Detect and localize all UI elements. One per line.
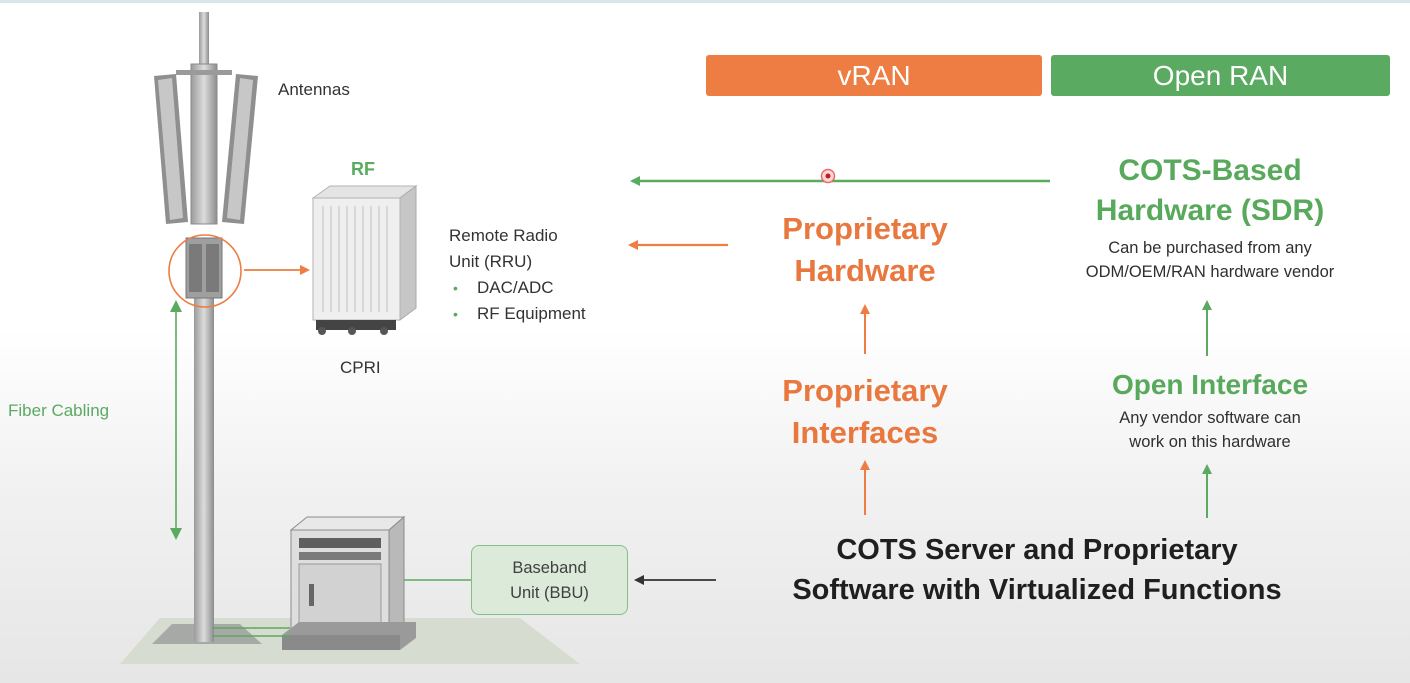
top-border (0, 0, 1410, 3)
proprietary-interfaces-line2: Interfaces (791, 415, 939, 450)
cots-hardware-line2: Hardware (SDR) (1095, 194, 1325, 227)
cots-hardware-line1: COTS-Based (1118, 154, 1302, 187)
cots-hardware-description: Can be purchased from any ODM/OEM/RAN ha… (1030, 236, 1390, 284)
cpri-label: CPRI (340, 358, 381, 377)
open-interface-description: Any vendor software can work on this har… (1060, 406, 1360, 454)
cots-hardware-heading: COTS-Based Hardware (SDR) (1060, 151, 1360, 231)
rru-feature-item: RF Equipment (449, 301, 586, 327)
bbu-line2: Unit (BBU) (510, 584, 589, 602)
rf-label: RF (351, 159, 375, 179)
pointer-dot-center (825, 173, 831, 179)
rru-title-line1: Remote Radio (449, 226, 558, 245)
open-interface-desc-line1: Any vendor software can (1119, 409, 1301, 427)
cots-hardware-desc-line2: ODM/OEM/RAN hardware vendor (1085, 263, 1335, 281)
proprietary-interfaces-heading: Proprietary Interfaces (740, 370, 990, 454)
cots-server-line2: Software with Virtualized Functions (792, 574, 1282, 606)
proprietary-interfaces-line1: Proprietary (782, 373, 948, 408)
cots-server-line1: COTS Server and Proprietary (836, 534, 1238, 566)
open-interface-desc-line2: work on this hardware (1129, 433, 1291, 451)
bbu-cabinet-icon (282, 515, 416, 650)
vran-badge: vRAN (706, 55, 1042, 96)
tower-mast (190, 12, 218, 642)
rru-device-icon (311, 185, 418, 335)
cots-hardware-desc-line1: Can be purchased from any (1108, 239, 1312, 257)
antennas-label: Antennas (278, 80, 350, 99)
proprietary-hardware-line1: Proprietary (782, 211, 948, 246)
open-ran-badge: Open RAN (1051, 55, 1390, 96)
proprietary-hardware-heading: Proprietary Hardware (740, 208, 990, 292)
open-interface-heading: Open Interface (1111, 369, 1309, 400)
bbu-connectors (212, 579, 471, 637)
bbu-line1: Baseband (512, 559, 587, 577)
cots-server-heading: COTS Server and Proprietary Software wit… (722, 530, 1352, 610)
proprietary-hardware-line2: Hardware (794, 253, 936, 288)
fiber-cabling-label: Fiber Cabling (8, 401, 110, 420)
bbu-label-box: Baseband Unit (BBU) (471, 545, 628, 615)
tower-rru-modules-icon (168, 234, 242, 308)
rru-feature-list: DAC/ADC RF Equipment (449, 275, 586, 327)
antenna-panels-icon (154, 70, 258, 224)
rru-title-line2: Unit (RRU) (449, 252, 533, 271)
rru-description: Remote Radio Unit (RRU) DAC/ADC RF Equip… (449, 223, 586, 327)
rru-feature-item: DAC/ADC (449, 275, 586, 301)
